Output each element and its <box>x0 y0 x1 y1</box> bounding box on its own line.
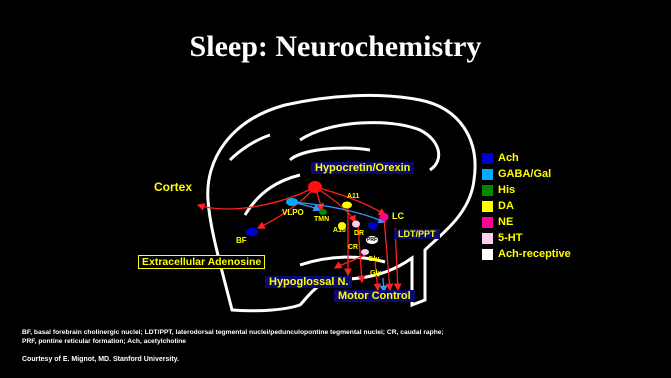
label-extracellular-adenosine: Extracellular Adenosine <box>138 255 265 269</box>
a11-node <box>342 202 352 209</box>
legend-item: GABA/Gal <box>482 166 571 182</box>
orexin-node <box>308 181 322 193</box>
cr-node <box>361 249 369 255</box>
legend-item: DA <box>482 198 571 214</box>
label-tmn: TMN <box>314 216 329 223</box>
label-lc: LC <box>392 211 404 221</box>
footnote-line-1: BF, basal forebrain cholinergic nuclei; … <box>22 328 642 337</box>
legend-swatch <box>482 153 493 164</box>
credit: Courtesy of E. Mignot, MD. Stanford Univ… <box>22 356 179 363</box>
label-glu: Glu <box>368 256 380 263</box>
legend-swatch <box>482 233 493 244</box>
tmn-node <box>319 209 327 215</box>
legend: Ach GABA/Gal His DA NE 5-HT Ach-receptiv… <box>482 150 571 262</box>
label-prf: PRF <box>367 237 377 243</box>
label-cr: CR <box>348 244 358 251</box>
pathway-lc-down <box>384 218 390 290</box>
legend-item: 5-HT <box>482 230 571 246</box>
legend-swatch <box>482 217 493 228</box>
label-gly: Gly <box>370 270 381 277</box>
label-a10: A10 <box>333 227 346 234</box>
label-motor-control: Motor Control <box>334 290 415 302</box>
label-hypoglossal: Hypoglossal N. <box>265 276 352 288</box>
ldt-node <box>368 222 378 230</box>
legend-item: His <box>482 182 571 198</box>
label-bf: BF <box>236 236 247 245</box>
label-hypocretin: Hypocretin/Orexin <box>311 162 414 174</box>
bf-node <box>246 228 258 237</box>
legend-item: NE <box>482 214 571 230</box>
footnote: BF, basal forebrain cholinergic nuclei; … <box>22 328 642 346</box>
legend-item: Ach-receptive <box>482 246 571 262</box>
label-ldt-ppt: LDT/PPT <box>394 229 440 239</box>
legend-swatch <box>482 169 493 180</box>
footnote-line-2: PRF, pontine reticular formation; Ach, a… <box>22 337 642 346</box>
legend-swatch <box>482 185 493 196</box>
vlpo-node <box>286 198 298 206</box>
legend-swatch <box>482 249 493 260</box>
legend-swatch <box>482 201 493 212</box>
label-cortex: Cortex <box>154 180 192 194</box>
label-vlpo: VLPO <box>282 208 304 217</box>
legend-item: Ach <box>482 150 571 166</box>
label-dr: DR <box>354 230 364 237</box>
label-a11: A11 <box>347 193 359 200</box>
lc-node <box>380 213 389 221</box>
dr-node <box>352 221 360 228</box>
